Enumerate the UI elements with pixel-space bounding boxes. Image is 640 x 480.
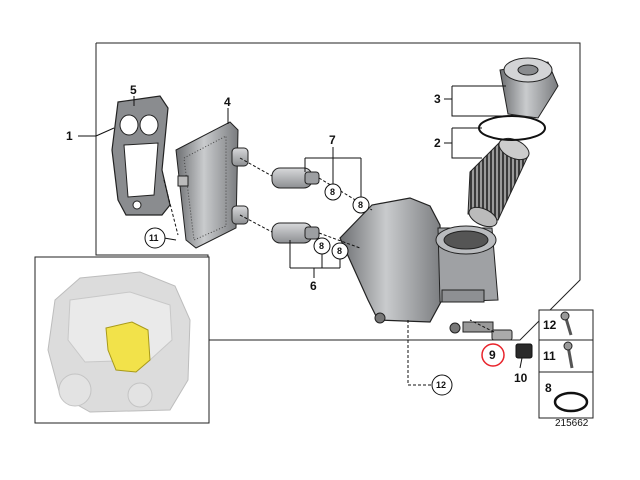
valve-part-7 [271,167,320,189]
highlight-ring-9 [481,343,505,367]
callout-12: 12 [436,380,446,390]
callout-8-a: 8 [330,187,335,197]
legend-number-12: 12 [543,318,557,332]
legend-number-11: 11 [543,349,556,363]
solid-leaders [78,85,523,369]
assembly-outline [95,42,581,341]
callout-4: 4 [224,95,231,109]
fastener-legend [538,309,594,419]
highlighted-housing [105,321,151,373]
callout-7: 7 [329,133,336,147]
callout-11: 11 [149,233,159,243]
filter-element-part-2 [467,137,530,228]
gasket-part-5 [111,95,171,216]
valve-part-6 [271,222,320,244]
callout-9: 9 [489,348,496,362]
connector-part-10 [515,343,533,359]
legend-number-8: 8 [545,381,552,395]
callout-8-d: 8 [337,246,342,256]
callout-2: 2 [434,136,441,150]
callout-8-b: 8 [358,200,363,210]
oil-filter-housing [339,197,499,334]
callout-6: 6 [310,279,317,293]
oil-cooler-part-4 [175,121,249,249]
callout-1: 1 [66,129,73,143]
callout-5: 5 [130,83,137,97]
callout-10: 10 [514,371,528,385]
reference-number: 215662 [555,418,589,429]
sensor-part-9 [491,329,513,341]
engine-inset [34,256,210,424]
filter-cap-part-3 [478,57,559,141]
callout-3: 3 [434,92,441,106]
callout-8-c: 8 [319,241,324,251]
